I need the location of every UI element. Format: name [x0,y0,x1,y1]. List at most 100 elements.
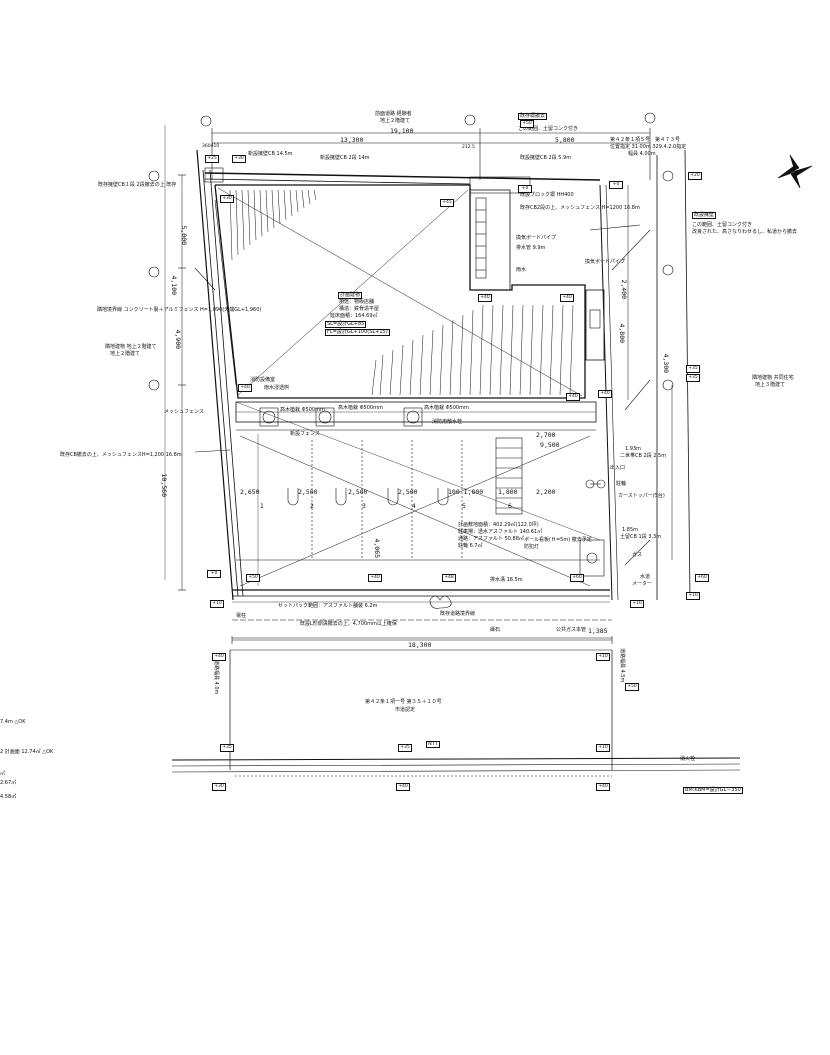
gas-main: 公共ガス本管 [556,627,587,633]
neighbor-north-sub: 地上２階建て [380,118,411,124]
north-arrow-icon [777,154,813,189]
right-box-title: 既設擁壁 [692,212,717,219]
elevation-tag: +25 [205,155,219,163]
building-use: 用途：物販店舗 [339,299,375,305]
elevation-tag: +40 [368,574,382,582]
top-boundary [204,172,601,181]
dim-parking-100-1800: 100 1,800 [448,488,484,496]
right-carstop: カーストッパー(5台) [618,493,665,499]
elevation-tag: +60 [570,574,584,582]
gas-label: ガス [632,552,643,558]
left-note-3: メッシュフェンス [164,409,204,415]
elevation-tag: +40 [596,783,610,791]
dim-2700: 2,700 [536,431,556,439]
bottom-a: 第４２条１項一号 第３５＋１０号 [365,699,442,705]
elevation-tag: +10 [210,600,224,608]
right-1-85: 1.85m [622,527,639,533]
elevation-tag: +30 [220,195,234,203]
gap-note: 新設フェンス [290,431,320,437]
margin-calc: 4.58㎡ [0,794,17,800]
right-neighbor-sub: 地上３階建て [755,382,786,388]
storm-c: 雨水浸透桝 [264,385,290,391]
parking-note-b: 防犯灯 [524,544,540,550]
road-note: 既設L形側溝撤去の上、4,700mm以上確保 [300,621,397,627]
elevation-tag: +10 [596,653,610,661]
pavement-a: 駐車場：透水アスファルト 140.61㎡ [458,529,543,535]
right-1-93: 1.93m [625,446,642,452]
right-entrance: 出入口 [610,465,626,471]
elevation-tag: +45 [440,199,454,207]
elevation-tag: +20 [688,172,702,180]
fence-top-right-label: 既設擁壁CB 2段 5.9m [520,155,572,161]
elevation-tag: +40 [598,390,612,398]
block-note: 既存CB2段の上、メッシュフェンス H=1200 16.8m [520,205,640,211]
elevation-tag: +0 [518,185,532,193]
margin-calc: 7.4m △OK [0,719,26,725]
lane-b: セットバック範囲：アスファルト舗装 6.2m [278,603,378,609]
elevation-tag: +50 [246,574,260,582]
left-note-2: 隣地境界線 コンクリート製＋アルミフェンス H=1,090(天端GL+1,960… [97,307,262,313]
elevation-tag: +40 [238,384,252,392]
left-neighbor: 隣地建物 地上２階建て [105,344,157,350]
elevation-tag: +35 [220,744,234,752]
margin-calc: 2.67㎡ [0,780,17,786]
left-road-label: 道路幅員 4.0m [213,660,219,695]
drain-a: 排水管 9.9m [516,245,546,251]
road-notice-title: 既存塀撤去 [518,113,548,120]
right-cb: 二世帯CB 2段 2.5m [620,453,667,459]
ntt-box: NTT [426,741,440,748]
building-area: 延床面積：164.69㎡ [330,313,378,319]
elevation-tag: +30 [232,155,246,163]
sign-row-a: 高木植栽 Φ500mm [280,407,325,413]
dim-1385: 1,385 [588,627,608,635]
dim-parking-2500c: 2,500 [398,488,418,496]
wheel-stop-icon [437,488,449,506]
elevation-tag: +40 [566,393,580,401]
right-cb-b: 土留CB 1段 3.3m [620,534,662,540]
parking-area: 計画敷地面積：402.29㎡(122.0坪) [458,522,539,528]
road-ref: 第４２条１項５号 第４７３号 [610,137,681,143]
right-road-label: 道路幅員 4.5m [619,648,625,683]
right-neighbor: 隣地建物 共同住宅 [752,375,794,381]
parking-number: 1 [260,503,264,510]
dim-top-right: 5,800 [555,136,575,144]
dim-parking-1800: 1,800 [498,488,518,496]
dim-9500: 9,500 [540,441,560,449]
elevation-tag: +40 [478,294,492,302]
left-boundary [196,149,234,601]
margin-calc: 2 計画面 12.74㎡ △OK [0,749,54,755]
elevation-tag: +50 [625,683,639,691]
bm-label: BM:KBM=設計GL－350 [683,787,743,794]
tree-icon [262,410,276,424]
dim-parking-2200: 2,200 [536,488,556,496]
pavement-b: 通路：アスファルト 50.88㎡ [458,536,524,542]
dim-parking-2500a: 2,500 [298,488,318,496]
neighbor-north-label: 前面道路 経験者 [375,111,412,117]
road-width-a: 位置指定 31.00m 329.4.2.0指定 [610,144,687,150]
drain-b: 雨水 [516,267,527,273]
road-edge: 既存道路境界線 [440,611,476,617]
car-bottom: 縁石 [490,627,501,633]
water-label: 水道 [640,574,651,580]
fence-top-label: 新設擁壁CB 2段 14m [320,155,370,161]
pole-a: 電柱 [236,613,247,619]
elevation-tag: +10 [686,592,700,600]
building-struct: 構造：鉄骨造平屋 [339,306,380,312]
dim-top-left: 13,300 [340,136,364,144]
elevation-tag: +40 [212,653,226,661]
left-note-4: 既存CB撤去の上、メッシュフェンスH=1,200 16.8m [60,452,182,458]
parking-number: 4 [412,503,416,510]
parking-number: 2 [310,503,314,510]
lower-road-line [171,757,741,761]
dim-top-total: 19,100 [390,127,414,135]
vent-pipe-b: 換気ボードパイプ [585,259,626,265]
dim-left-a: 5,000 [180,225,189,246]
elevation-tag: +60 [695,574,709,582]
dim-left-c: 4,900 [174,329,183,350]
parking-number: 3 [362,503,366,510]
elevation-tag: +30 [212,783,226,791]
dim-parking-2650: 2,650 [240,488,260,496]
wheel-stop-icon [387,488,399,506]
right-box-body-2: 改良された、高さなりわせるし、私道から撤去 [692,229,798,235]
building-hatch [229,189,574,396]
